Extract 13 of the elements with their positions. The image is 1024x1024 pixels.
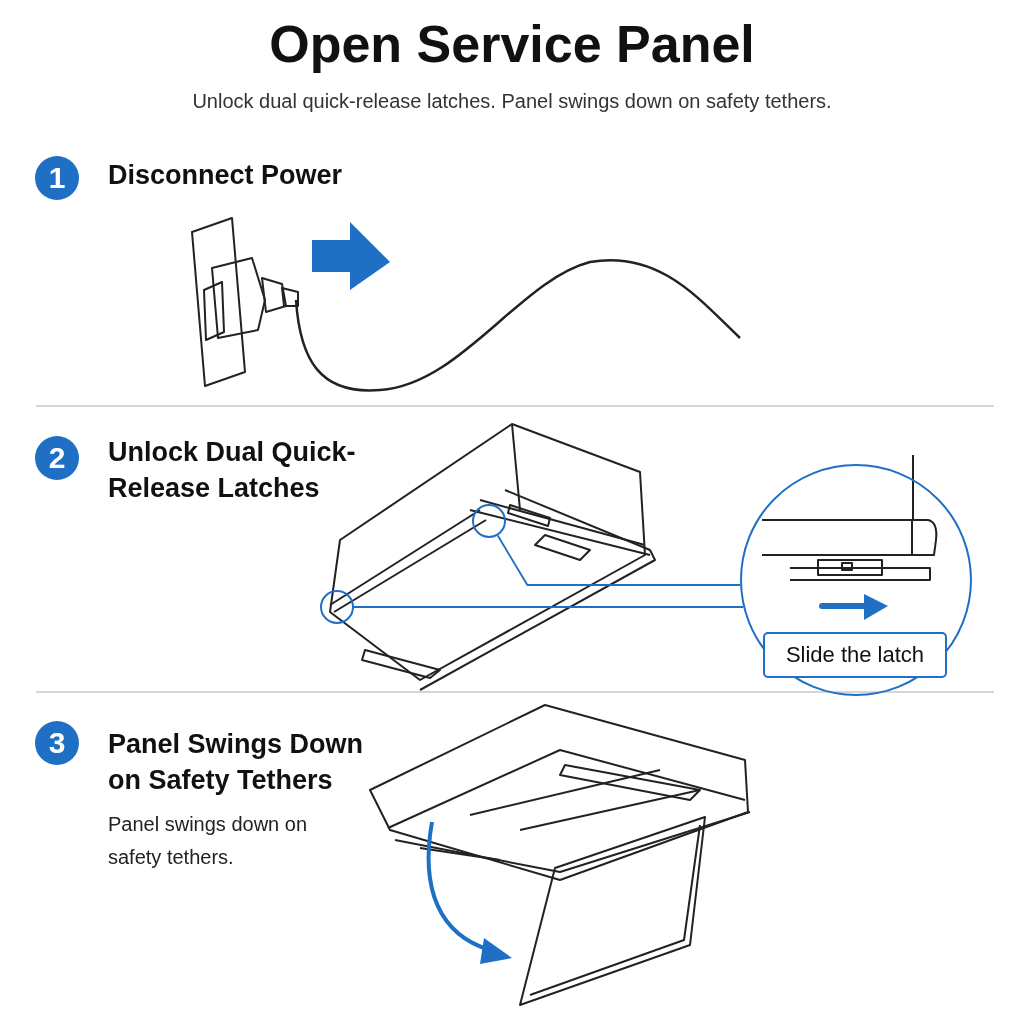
step-description: Panel swings down on safety tethers. [108,812,308,870]
highlight-circle [320,590,354,624]
title: Open Service Panel [268,14,756,74]
step-heading: Disconnect Power [108,160,344,191]
step-heading: Unlock Dual Quick-Release Latches [108,436,357,505]
highlight-circle [472,504,506,538]
leader-line [353,606,745,608]
leader-line [496,534,741,586]
subtitle: Unlock dual quick-release latches. Panel swings down on safety tethers. [191,90,833,113]
step-heading: Panel Swings Down on Safety Tethers [108,728,365,797]
step-number-badge: 3 [35,721,79,765]
step-number-badge: 1 [35,156,79,200]
step-number-badge: 2 [35,436,79,480]
